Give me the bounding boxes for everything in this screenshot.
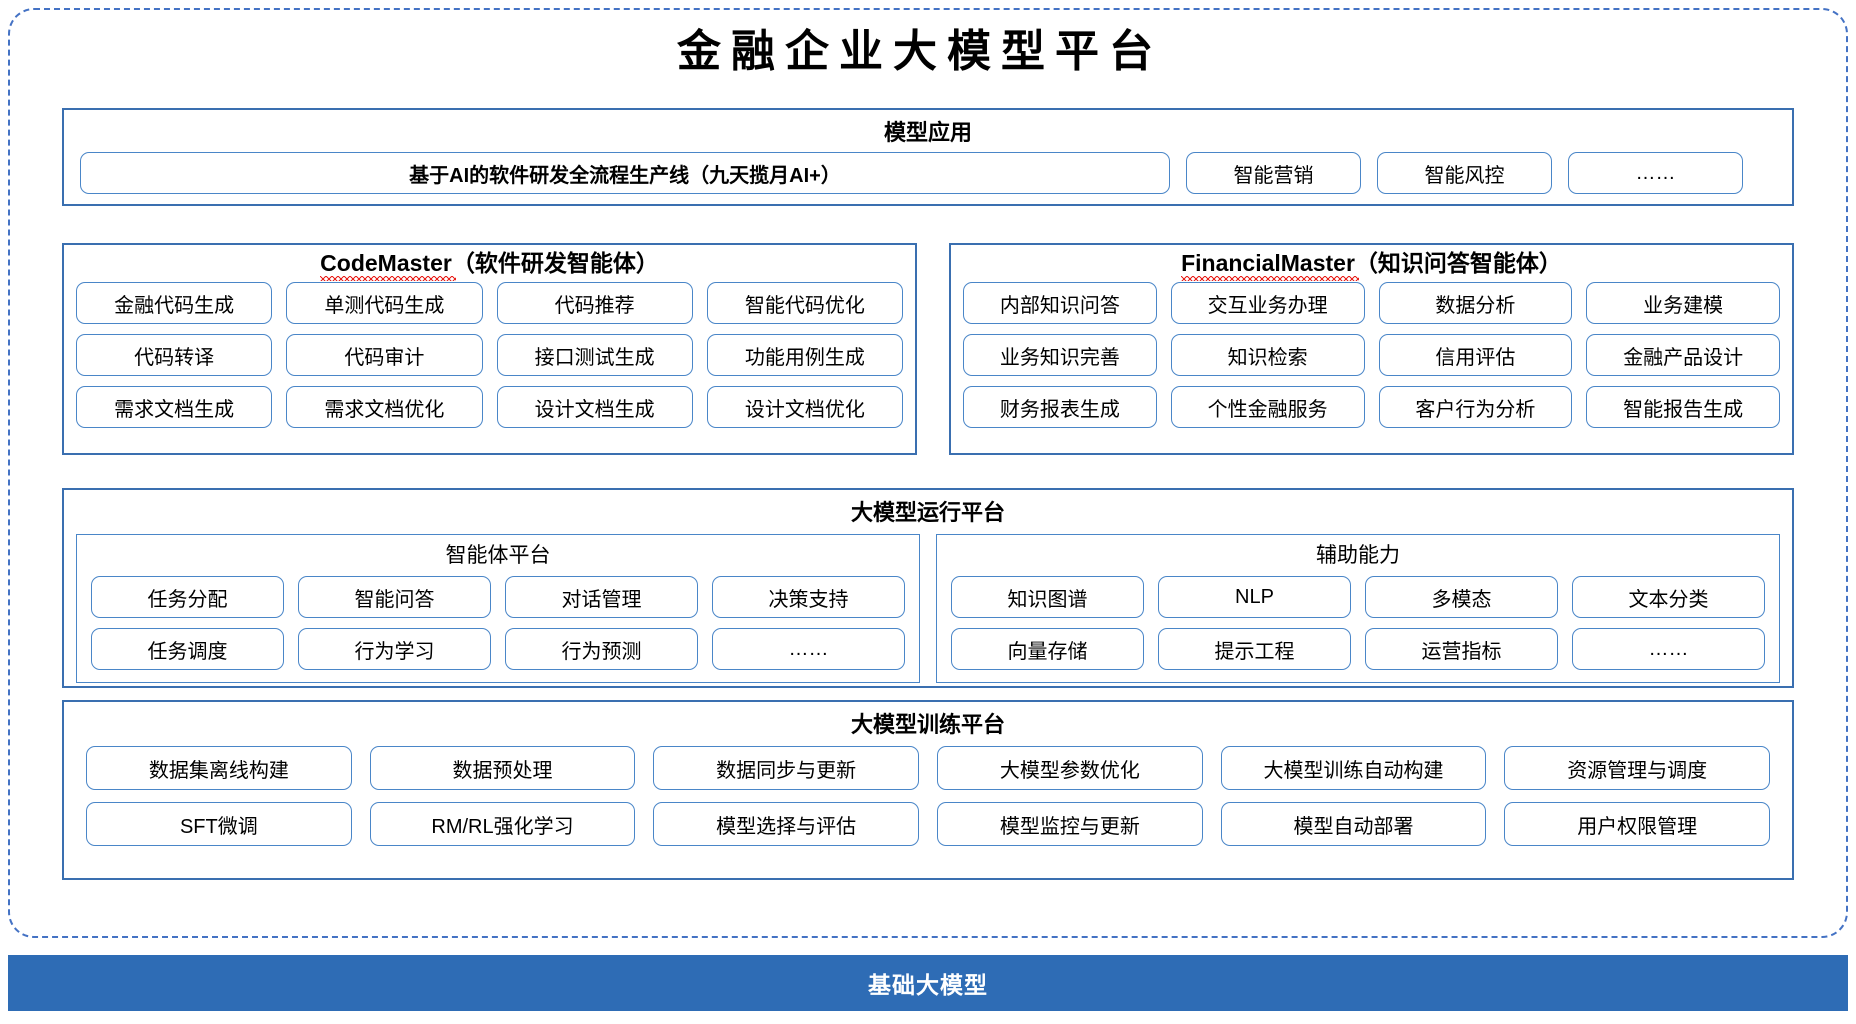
agent-platform-item[interactable]: 任务调度 — [91, 628, 284, 670]
agent-platform-item[interactable]: 对话管理 — [505, 576, 698, 618]
train-platform-grid: 数据集离线构建 数据预处理 数据同步与更新 大模型参数优化 大模型训练自动构建 … — [64, 746, 1792, 846]
train-platform-row: SFT微调 RM/RL强化学习 模型选择与评估 模型监控与更新 模型自动部署 用… — [86, 802, 1771, 846]
code-master-suffix: （软件研发智能体） — [451, 250, 659, 276]
code-master-grid: 金融代码生成 单测代码生成 代码推荐 智能代码优化 代码转译 代码审计 接口测试… — [64, 282, 915, 429]
app-item-marketing[interactable]: 智能营销 — [1186, 152, 1361, 194]
financial-master-item[interactable]: 金融产品设计 — [1586, 334, 1780, 377]
section-title-train-platform: 大模型训练平台 — [850, 712, 1005, 737]
agent-platform-row: 任务分配 智能问答 对话管理 决策支持 — [91, 576, 905, 618]
train-platform-item[interactable]: 数据集离线构建 — [86, 746, 352, 790]
financial-master-grid: 内部知识问答 交互业务办理 数据分析 业务建模 业务知识完善 知识检索 信用评估… — [951, 282, 1792, 429]
app-item-risk-control[interactable]: 智能风控 — [1377, 152, 1552, 194]
section-title-financial-master: FinancialMaster（知识问答智能体） — [951, 245, 1792, 282]
financial-master-item[interactable]: 知识检索 — [1170, 334, 1365, 377]
train-platform-row: 数据集离线构建 数据预处理 数据同步与更新 大模型参数优化 大模型训练自动构建 … — [86, 746, 1771, 790]
financial-master-item[interactable]: 数据分析 — [1378, 282, 1573, 325]
code-master-item[interactable]: 需求文档生成 — [76, 386, 273, 429]
financial-master-row: 财务报表生成 个性金融服务 客户行为分析 智能报告生成 — [963, 386, 1780, 429]
financial-master-item[interactable]: 业务知识完善 — [963, 334, 1157, 377]
support-capability-item[interactable]: 运营指标 — [1365, 628, 1558, 670]
financial-master-row: 内部知识问答 交互业务办理 数据分析 业务建模 — [963, 282, 1780, 325]
section-title-code-master: CodeMaster（软件研发智能体） — [64, 245, 915, 282]
support-capability-grid: 知识图谱 NLP 多模态 文本分类 向量存储 提示工程 运营指标 …… — [937, 576, 1779, 670]
train-platform-item[interactable]: 模型选择与评估 — [653, 802, 920, 846]
support-capability-item[interactable]: 知识图谱 — [951, 576, 1144, 618]
financial-master-item[interactable]: 财务报表生成 — [963, 386, 1157, 429]
train-platform-item[interactable]: 用户权限管理 — [1504, 802, 1771, 846]
app-item-more[interactable]: …… — [1568, 152, 1743, 194]
support-capability-row: 向量存储 提示工程 运营指标 …… — [951, 628, 1765, 670]
section-model-application: 模型应用 基于AI的软件研发全流程生产线（九天揽月AI+） 智能营销 智能风控 … — [62, 108, 1794, 206]
train-platform-item[interactable]: SFT微调 — [86, 802, 352, 846]
train-platform-item[interactable]: 大模型训练自动构建 — [1220, 746, 1487, 790]
base-model-label: 基础大模型 — [868, 972, 988, 998]
train-platform-item[interactable]: 大模型参数优化 — [937, 746, 1203, 790]
section-title-model-application: 模型应用 — [883, 120, 972, 145]
financial-master-item[interactable]: 业务建模 — [1586, 282, 1780, 325]
section-financial-master: FinancialMaster（知识问答智能体） 内部知识问答 交互业务办理 数… — [949, 243, 1794, 455]
code-master-item[interactable]: 功能用例生成 — [706, 334, 903, 377]
agent-platform-grid: 任务分配 智能问答 对话管理 决策支持 任务调度 行为学习 行为预测 …… — [77, 576, 919, 670]
agent-platform-item[interactable]: 任务分配 — [91, 576, 284, 618]
financial-master-item[interactable]: 内部知识问答 — [963, 282, 1157, 325]
code-master-item[interactable]: 设计文档优化 — [706, 386, 903, 429]
code-master-item[interactable]: 代码审计 — [286, 334, 483, 377]
train-platform-item[interactable]: 模型自动部署 — [1220, 802, 1487, 846]
model-application-items: 基于AI的软件研发全流程生产线（九天揽月AI+） 智能营销 智能风控 …… — [64, 152, 1792, 194]
base-model-bar: 基础大模型 — [8, 955, 1848, 1011]
train-platform-item[interactable]: 数据预处理 — [369, 746, 636, 790]
subsection-title-agent-platform: 智能体平台 — [445, 544, 551, 567]
support-capability-item[interactable]: 多模态 — [1365, 576, 1558, 618]
train-platform-item[interactable]: 资源管理与调度 — [1504, 746, 1771, 790]
financial-master-item[interactable]: 信用评估 — [1378, 334, 1573, 377]
agent-platform-item-more[interactable]: …… — [712, 628, 905, 670]
subsection-title-support-capability: 辅助能力 — [1316, 544, 1400, 567]
code-master-item[interactable]: 需求文档优化 — [286, 386, 483, 429]
agent-platform-item[interactable]: 智能问答 — [298, 576, 491, 618]
page-title: 金融企业大模型平台 — [677, 27, 1163, 76]
train-platform-item[interactable]: 模型监控与更新 — [937, 802, 1203, 846]
code-master-row: 代码转译 代码审计 接口测试生成 功能用例生成 — [76, 334, 903, 377]
support-capability-row: 知识图谱 NLP 多模态 文本分类 — [951, 576, 1765, 618]
agent-platform-row: 任务调度 行为学习 行为预测 …… — [91, 628, 905, 670]
run-platform-columns: 智能体平台 任务分配 智能问答 对话管理 决策支持 任务调度 行为学习 行为预测… — [64, 534, 1792, 683]
subsection-support-capability: 辅助能力 知识图谱 NLP 多模态 文本分类 向量存储 提示工程 运营指标 …… — [936, 534, 1780, 683]
code-master-item[interactable]: 智能代码优化 — [706, 282, 903, 325]
section-train-platform: 大模型训练平台 数据集离线构建 数据预处理 数据同步与更新 大模型参数优化 大模… — [62, 700, 1794, 880]
agent-platform-item[interactable]: 行为预测 — [505, 628, 698, 670]
train-platform-item[interactable]: 数据同步与更新 — [653, 746, 920, 790]
section-run-platform: 大模型运行平台 智能体平台 任务分配 智能问答 对话管理 决策支持 任务调度 行… — [62, 488, 1794, 688]
code-master-item[interactable]: 金融代码生成 — [76, 282, 273, 325]
app-item-pipeline[interactable]: 基于AI的软件研发全流程生产线（九天揽月AI+） — [80, 152, 1170, 194]
subsection-agent-platform: 智能体平台 任务分配 智能问答 对话管理 决策支持 任务调度 行为学习 行为预测… — [76, 534, 920, 683]
code-master-item[interactable]: 代码转译 — [76, 334, 273, 377]
financial-master-name: FinancialMaster — [1181, 250, 1359, 282]
section-code-master: CodeMaster（软件研发智能体） 金融代码生成 单测代码生成 代码推荐 智… — [62, 243, 917, 455]
financial-master-suffix: （知识问答智能体） — [1354, 250, 1562, 276]
code-master-item[interactable]: 接口测试生成 — [496, 334, 693, 377]
support-capability-item[interactable]: 提示工程 — [1158, 628, 1351, 670]
support-capability-item[interactable]: 文本分类 — [1572, 576, 1765, 618]
agent-platform-item[interactable]: 行为学习 — [298, 628, 491, 670]
section-title-run-platform: 大模型运行平台 — [850, 500, 1005, 525]
code-master-row: 金融代码生成 单测代码生成 代码推荐 智能代码优化 — [76, 282, 903, 325]
financial-master-item[interactable]: 个性金融服务 — [1170, 386, 1365, 429]
agent-platform-item[interactable]: 决策支持 — [712, 576, 905, 618]
financial-master-item[interactable]: 客户行为分析 — [1378, 386, 1573, 429]
financial-master-row: 业务知识完善 知识检索 信用评估 金融产品设计 — [963, 334, 1780, 377]
code-master-item[interactable]: 设计文档生成 — [496, 386, 693, 429]
code-master-row: 需求文档生成 需求文档优化 设计文档生成 设计文档优化 — [76, 386, 903, 429]
financial-master-item[interactable]: 交互业务办理 — [1170, 282, 1365, 325]
support-capability-item[interactable]: NLP — [1158, 576, 1351, 618]
code-master-name: CodeMaster — [320, 250, 456, 282]
code-master-item[interactable]: 单测代码生成 — [286, 282, 483, 325]
train-platform-item[interactable]: RM/RL强化学习 — [369, 802, 636, 846]
support-capability-item-more[interactable]: …… — [1572, 628, 1765, 670]
financial-master-item[interactable]: 智能报告生成 — [1586, 386, 1780, 429]
code-master-item[interactable]: 代码推荐 — [496, 282, 693, 325]
support-capability-item[interactable]: 向量存储 — [951, 628, 1144, 670]
